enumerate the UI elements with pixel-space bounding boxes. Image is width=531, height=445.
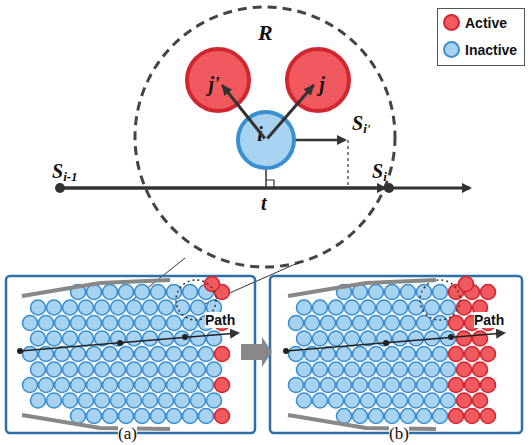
point-label: Si' <box>352 112 370 137</box>
path-point <box>384 183 394 193</box>
active-particle: j' <box>185 47 251 113</box>
legend-text: Inactive <box>465 42 517 58</box>
path-label: Path <box>205 312 235 328</box>
panel-label: (a) <box>118 424 137 444</box>
legend-text: Active <box>465 15 507 31</box>
legend-box: ActiveInactive <box>437 8 525 66</box>
radius-label: R <box>258 20 273 46</box>
step-arrow <box>241 337 272 367</box>
particle-label: j' <box>208 73 219 96</box>
active-particle: j <box>285 47 351 113</box>
path-label: Path <box>474 312 504 328</box>
legend-swatch <box>443 41 460 58</box>
path-segment <box>60 187 385 190</box>
legend-row: Inactive <box>438 36 524 63</box>
point-label: Si-1 <box>52 160 78 185</box>
path-point <box>55 183 65 193</box>
inactive-particle: i <box>236 110 296 170</box>
panel-label: (b) <box>389 424 409 444</box>
right-angle-mark <box>266 180 274 188</box>
projection-line <box>347 140 348 188</box>
point-label: Si <box>372 160 387 185</box>
particle-label: j <box>319 73 325 96</box>
path-line <box>60 187 470 190</box>
legend-swatch <box>443 14 460 31</box>
foot-label: t <box>261 192 267 215</box>
leader-line <box>182 262 300 314</box>
panel-frame <box>6 276 255 433</box>
panel-frame <box>270 276 522 433</box>
magnifier-circle <box>135 7 395 267</box>
legend-row: Active <box>438 9 524 36</box>
